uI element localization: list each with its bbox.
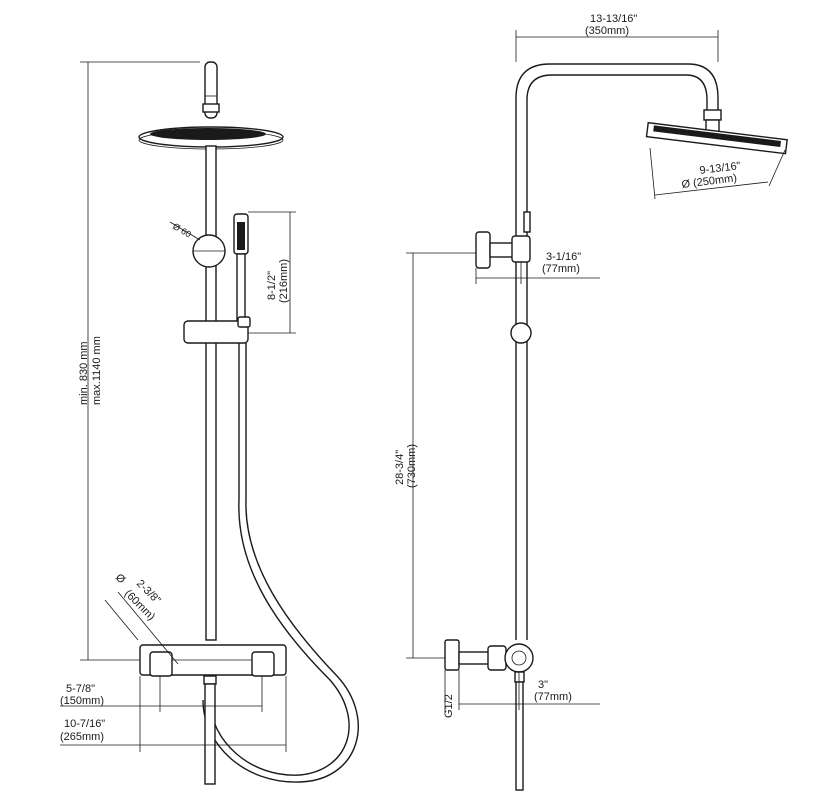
valve-projection-in: 3" — [538, 679, 548, 691]
side-valve-connector — [458, 651, 492, 665]
front-riser-pipe — [205, 145, 217, 641]
holder-diameter-label: Ø 60 — [171, 221, 193, 239]
side-slider — [510, 322, 532, 344]
side-rain-head — [645, 121, 788, 155]
head-diameter-in: 9-13/16" — [699, 160, 741, 177]
centers-in: 5-7/8" — [66, 683, 95, 695]
side-valve-body — [504, 643, 534, 673]
front-right-knob — [251, 651, 275, 677]
bracket-projection-mm: (77mm) — [542, 263, 580, 275]
side-lower-pipe — [515, 681, 524, 791]
front-slider-bracket — [183, 320, 249, 344]
knob-diameter-symbol: Ø — [113, 572, 128, 587]
front-hand-shower-handle — [236, 253, 246, 327]
head-diameter-dimension-line — [654, 181, 769, 196]
front-height-max-label: max.1140 mm — [91, 336, 103, 405]
front-outlet — [203, 675, 217, 685]
front-lower-pipe — [204, 683, 216, 785]
centers-mm: (150mm) — [60, 695, 104, 707]
front-hose — [209, 343, 350, 776]
arm-reach-in: 13-13/16" — [590, 13, 637, 25]
front-view: Ø 60 min. 830 mm max.1140 mm 8-1/2" (216… — [60, 61, 359, 785]
front-rain-head-nozzles — [150, 128, 266, 140]
arm-reach-mm: (350mm) — [585, 25, 629, 37]
side-upper-wall-bracket — [475, 231, 491, 269]
riser-height-mm: (730mm) — [406, 444, 418, 488]
thread-size-label: G1/2 — [443, 694, 455, 718]
valve-projection-mm: (77mm) — [534, 691, 572, 703]
side-valve-wall-flange — [444, 639, 460, 671]
overall-width-mm: (265mm) — [60, 731, 104, 743]
front-head-connector — [202, 103, 220, 113]
side-shower-arm — [515, 63, 719, 640]
handshower-length-mm: (216mm) — [278, 259, 290, 303]
handshower-length-in: 8-1/2" — [266, 271, 278, 300]
front-left-knob — [149, 651, 173, 677]
bracket-projection-in: 3-1/16" — [546, 251, 581, 263]
overall-width-in: 10-7/16" — [64, 718, 105, 730]
head-diameter-mm: Ø (250mm) — [681, 172, 738, 191]
riser-height-in: 28-3/4" — [394, 450, 406, 485]
front-hand-shower-spray — [237, 222, 245, 250]
side-view: 13-13/16" (350mm) 9-13/16" Ø (250mm) 3-1… — [394, 13, 788, 791]
front-height-min-label: min. 830 mm — [78, 341, 90, 405]
